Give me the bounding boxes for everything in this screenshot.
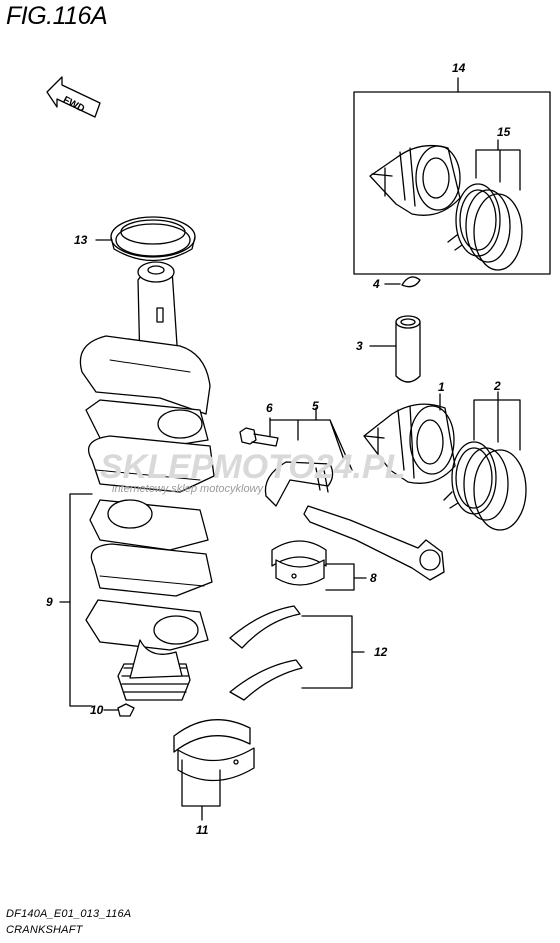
- callout-5: 5: [312, 399, 319, 413]
- piston-1: [363, 403, 456, 484]
- circlip-4: [401, 276, 421, 288]
- figure-name: CRANKSHAFT: [6, 924, 83, 936]
- callout-1: 1: [438, 380, 445, 394]
- piston-assy-drawing: [369, 144, 461, 216]
- callout-12: 12: [374, 645, 388, 659]
- piston-rings-2: [443, 441, 527, 531]
- callout-6: 6: [266, 401, 273, 415]
- callout-11: 11: [196, 823, 209, 837]
- callout-8: 8: [370, 571, 377, 585]
- connecting-rod-5: [264, 461, 445, 581]
- oil-seal-13: [110, 216, 196, 262]
- watermark-brand: SKLEPMOTO24.PL: [100, 448, 405, 486]
- callout-14: 14: [452, 61, 466, 75]
- figure-code: DF140A_E01_013_116A: [6, 908, 132, 920]
- fwd-arrow-icon: FWD: [46, 76, 101, 118]
- callout-2: 2: [493, 379, 501, 393]
- figure-title: FIG.116A: [6, 2, 108, 30]
- piston-assy-box: [353, 91, 551, 275]
- rod-bearing-8: [271, 540, 327, 586]
- callout-4: 4: [372, 277, 380, 291]
- callout-10: 10: [90, 703, 104, 717]
- rod-bolt-6: [239, 427, 279, 447]
- dowel-pin-10: [117, 703, 135, 717]
- watermark: SKLEPMOTO24.PL internetowy sklep motocyk…: [100, 448, 405, 495]
- watermark-tagline: internetowy sklep motocyklowy: [112, 483, 265, 495]
- main-bearing-11: [173, 719, 255, 782]
- callout-3: 3: [356, 339, 363, 353]
- thrust-washers-12: [229, 605, 303, 701]
- piston-pin-3: [395, 315, 421, 383]
- callout-13: 13: [74, 233, 88, 247]
- callout-9: 9: [46, 595, 53, 609]
- piston-rings-15-drawing: [447, 183, 523, 271]
- callout-15: 15: [497, 125, 511, 139]
